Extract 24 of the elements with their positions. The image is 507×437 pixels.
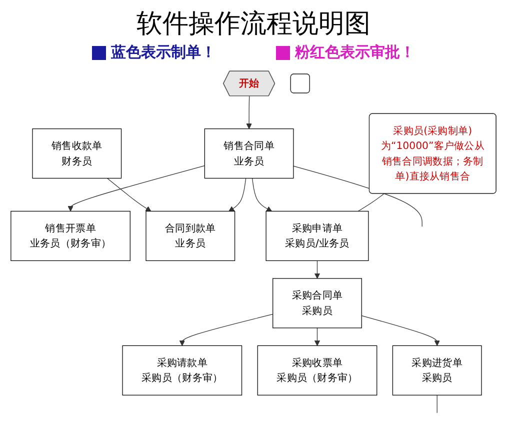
arrow (314, 328, 320, 346)
node-box: 采购请款单 采购员（财务审） (122, 345, 242, 396)
arrow (252, 178, 272, 212)
legend-text: 蓝色表示制单！ (111, 43, 216, 62)
arrow (246, 96, 252, 130)
node-box: 采购申请单 采购员/业务员 (266, 210, 369, 262)
arrow (361, 315, 440, 346)
arrow (314, 260, 320, 279)
node-box: 销售收款单 财务员 (32, 128, 122, 179)
node-box: 采购进货单 采购员 (392, 345, 482, 396)
arrow (68, 165, 205, 212)
connector (293, 166, 422, 227)
node-box: 采购收票单 采购员（财务审） (257, 345, 378, 396)
connector (436, 394, 438, 414)
connector (358, 193, 384, 212)
arrow (179, 314, 274, 346)
legend-text: 粉红色表示审批！ (295, 43, 415, 62)
node-box: 销售开票单 业务员（财务审） (10, 210, 130, 262)
arrow (228, 178, 246, 212)
diagram-title: 软件操作流程说明图 (136, 8, 370, 41)
node-box: 销售合同单 业务员 (204, 128, 294, 179)
node-box: 合同到款单 业务员 (146, 210, 236, 262)
node-box: 采购合同单 采购员 (272, 278, 362, 328)
arrow (106, 178, 152, 212)
